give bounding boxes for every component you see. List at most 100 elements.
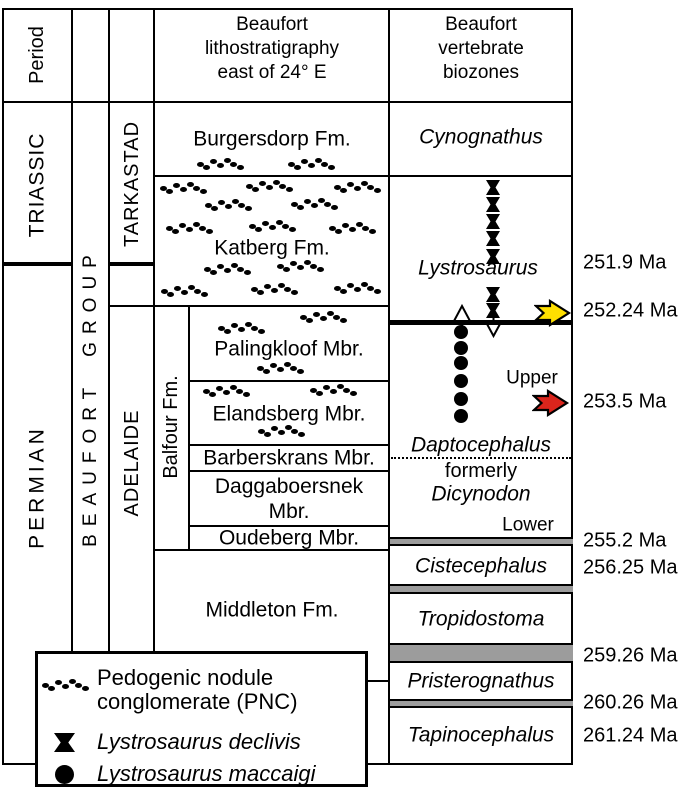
lystrosaurus-maccaigi-marker — [454, 341, 468, 355]
lystrosaurus-maccaigi-symbol — [55, 765, 74, 784]
pnc-symbol — [42, 679, 90, 692]
member-daggaboersnek: Daggaboersnek Mbr. — [214, 474, 364, 523]
age-label: 251.9 Ma — [583, 251, 667, 274]
lystrosaurus-maccaigi-marker — [454, 409, 468, 423]
lystrosaurus-declivis-marker — [486, 214, 500, 229]
legend-maccaigi-label: Lystrosaurus maccaigi — [97, 761, 316, 786]
pnc-symbol — [246, 180, 294, 193]
pnc-symbol — [277, 260, 325, 273]
border-line — [71, 8, 73, 765]
extinction-boundary-line — [390, 320, 573, 325]
lystrosaurus-declivis-marker — [486, 180, 500, 195]
pnc-symbol — [203, 385, 251, 398]
pnc-symbol — [251, 283, 299, 296]
biozone-daptocephalus: Daptocephalus — [410, 433, 552, 457]
yellow-arrow-icon — [534, 299, 572, 327]
pnc-symbol — [249, 220, 297, 233]
group-beaufort-label: BEAUFORT GROUP — [80, 247, 101, 547]
period-boundary-line — [2, 262, 73, 266]
legend-declivis-label: Lystrosaurus declivis — [97, 729, 301, 754]
border-line — [188, 305, 190, 550]
age-label: 260.26 Ma — [583, 691, 678, 714]
hiatus-band — [390, 537, 573, 546]
biozone-cistecephalus: Cistecephalus — [415, 554, 547, 578]
pnc-symbol — [197, 158, 245, 171]
hiatus-band — [390, 584, 573, 594]
member-barberskrans: Barberskrans Mbr. — [203, 446, 375, 470]
hiatus-band — [390, 699, 573, 708]
border-line — [190, 380, 390, 382]
border-line — [190, 525, 390, 527]
biozone-tapinocephalus: Tapinocephalus — [407, 723, 555, 747]
age-label: 253.5 Ma — [583, 390, 667, 413]
age-label: 256.25 Ma — [583, 556, 678, 579]
pnc-symbol — [160, 182, 208, 195]
border-line — [2, 101, 573, 103]
border-line — [108, 8, 110, 765]
hiatus-band — [390, 643, 573, 663]
pnc-symbol — [329, 222, 377, 235]
pnc-symbol — [166, 222, 214, 235]
age-label: 255.2 Ma — [583, 529, 667, 552]
lystrosaurus-maccaigi-marker — [454, 374, 468, 388]
lystrosaurus-maccaigi-marker — [454, 392, 468, 406]
border-line — [190, 470, 390, 472]
subgroup-tarkastad: TARKASTAD — [121, 120, 143, 248]
pnc-symbol — [218, 322, 266, 335]
red-arrow-icon — [532, 389, 570, 417]
border-line — [155, 175, 573, 177]
age-label: 252.24 Ma — [583, 299, 678, 322]
border-line — [153, 8, 155, 765]
pnc-symbol — [300, 311, 348, 324]
biozone-lystrosaurus: Lystrosaurus — [418, 256, 538, 280]
lystrosaurus-declivis-symbol — [54, 733, 75, 752]
border-line — [2, 8, 4, 765]
period-triassic: TRIASSIC — [25, 132, 49, 238]
border-line — [155, 549, 390, 551]
range-extension-up-arrow-icon — [452, 304, 472, 329]
member-elandsberg: Elandsberg Mbr. — [212, 402, 366, 426]
subgroup-adelaide: ADELAIDE — [121, 409, 143, 517]
lystrosaurus-declivis-marker — [486, 249, 500, 264]
biozone-dicynodon: Dicynodon — [431, 482, 531, 506]
pnc-symbol — [310, 384, 358, 397]
range-extension-down-arrow-icon — [485, 314, 502, 338]
biozone-tropidostoma: Tropidostoma — [417, 607, 545, 631]
border-line — [571, 8, 573, 765]
period-permian: PERMIAN — [25, 425, 49, 549]
border-line — [388, 8, 390, 765]
legend-pnc-label: Pedogenic nodule conglomerate (PNC) — [97, 665, 298, 714]
lystrosaurus-maccaigi-marker — [454, 325, 468, 339]
biozone-lower-label: Lower — [502, 514, 554, 536]
border-line — [190, 444, 390, 446]
formation-katberg: Katberg Fm. — [214, 236, 330, 260]
balfour-fm-label: Balfour Fm. — [160, 375, 182, 479]
pnc-symbol — [288, 158, 336, 171]
border-line — [2, 8, 573, 10]
pnc-symbol — [334, 282, 382, 295]
legend-box: Pedogenic nodule conglomerate (PNC) Lyst… — [35, 651, 368, 787]
formation-middleton: Middleton Fm. — [205, 598, 339, 622]
pnc-symbol — [334, 181, 382, 194]
biozone-cynognathus: Cynognathus — [419, 125, 543, 149]
biozone-column-header: Beaufort vertebrate biozones — [438, 14, 524, 83]
lystrosaurus-declivis-marker — [486, 197, 500, 212]
lystrosaurus-maccaigi-marker — [454, 356, 468, 370]
age-label: 259.26 Ma — [583, 644, 678, 667]
pnc-symbol — [258, 425, 306, 438]
period-column-header: Period — [26, 26, 48, 84]
litho-column-header: Beaufort lithostratigraphy east of 24° E — [204, 14, 340, 83]
biozone-upper-label: Upper — [506, 367, 558, 389]
pnc-symbol — [291, 198, 339, 211]
pnc-symbol — [204, 263, 252, 276]
period-boundary-line — [108, 262, 155, 266]
member-palingkloof: Palingkloof Mbr. — [214, 337, 364, 361]
member-oudeberg: Oudeberg Mbr. — [218, 526, 360, 550]
lystrosaurus-declivis-marker — [486, 287, 500, 302]
pnc-symbol — [161, 285, 209, 298]
daptocephalus-upper-lower-divider — [391, 457, 571, 459]
lystrosaurus-declivis-marker — [486, 303, 500, 318]
pnc-symbol — [205, 199, 253, 212]
lystrosaurus-declivis-marker — [486, 231, 500, 246]
